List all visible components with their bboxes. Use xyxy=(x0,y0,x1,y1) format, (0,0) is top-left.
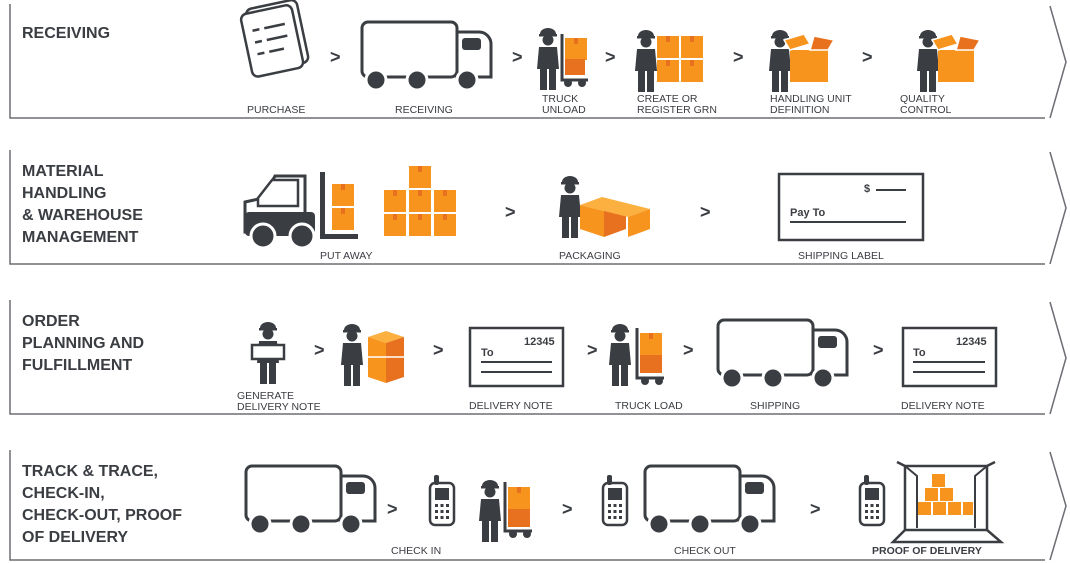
handheld-scanner-icon xyxy=(858,473,886,527)
row-track-trace: TRACK & TRACE, CHECK-IN, CHECK-OUT, PROO… xyxy=(9,450,1067,561)
box-stack xyxy=(384,166,456,236)
svg-text:Pay To: Pay To xyxy=(790,207,826,219)
worker-hand-truck-icon xyxy=(479,480,532,542)
row-end-chevron xyxy=(1049,151,1067,265)
svg-text:12345: 12345 xyxy=(524,336,555,348)
worker-open-box-icon xyxy=(917,30,982,92)
step-label: TRUCK LOAD xyxy=(615,400,683,412)
row-end-chevron xyxy=(1049,451,1067,561)
step-arrow: > xyxy=(512,47,523,67)
step-label: DELIVERY NOTE xyxy=(901,400,985,412)
step-label: CHECK IN xyxy=(391,545,441,557)
truck-icon xyxy=(244,464,377,536)
step-label: SHIPPING xyxy=(750,400,800,412)
row-title: ORDER PLANNING AND FULFILLMENT xyxy=(22,313,149,374)
step-label: PACKAGING xyxy=(559,250,621,262)
purchase-document-icon xyxy=(239,0,310,78)
step-arrow: > xyxy=(330,47,341,67)
step-arrow: > xyxy=(314,340,325,360)
worker-open-box-icon xyxy=(769,30,836,92)
row-frame xyxy=(9,150,1045,265)
svg-text:To: To xyxy=(481,347,494,359)
delivery-note-icon: 12345 To xyxy=(901,326,998,388)
worker-boxes-icon xyxy=(635,30,703,92)
row-end-chevron xyxy=(1049,5,1067,119)
worker-sign-icon xyxy=(250,322,286,384)
row-frame xyxy=(9,450,1045,561)
step-arrow: > xyxy=(605,47,616,67)
step-label: PUT AWAY xyxy=(320,250,373,262)
handheld-scanner-icon xyxy=(601,473,629,527)
row-title: RECEIVING xyxy=(22,25,110,42)
truck-icon xyxy=(716,318,849,390)
row-title: MATERIAL HANDLING & WAREHOUSE MANAGEMENT xyxy=(22,163,147,246)
step-arrow: > xyxy=(683,340,694,360)
delivery-note-icon: 12345 To xyxy=(468,326,565,388)
shipping-label-icon: $ Pay To xyxy=(777,172,925,242)
worker-hand-truck-icon xyxy=(609,324,664,386)
step-arrow: > xyxy=(873,340,884,360)
step-label: DELIVERY NOTE xyxy=(469,400,553,412)
step-arrow: > xyxy=(700,202,711,222)
row-title: TRACK & TRACE, CHECK-IN, CHECK-OUT, PROO… xyxy=(22,463,186,546)
svg-text:12345: 12345 xyxy=(956,336,987,348)
step-arrow: > xyxy=(810,499,821,519)
step-arrow: > xyxy=(387,499,398,519)
svg-text:To: To xyxy=(913,347,926,359)
svg-text:$: $ xyxy=(864,183,870,195)
open-crate-icon xyxy=(889,460,1005,544)
step-arrow: > xyxy=(433,340,444,360)
truck-icon xyxy=(643,464,776,536)
worker-stacked-box-icon xyxy=(341,324,404,386)
step-label: PURCHASE xyxy=(247,104,305,116)
step-label: RECEIVING xyxy=(395,104,453,116)
row-frame xyxy=(9,300,1045,415)
step-arrow: > xyxy=(562,499,573,519)
step-arrow: > xyxy=(587,340,598,360)
step-label: PROOF OF DELIVERY xyxy=(872,545,982,557)
row-material-handling: MATERIAL HANDLING & WAREHOUSE MANAGEMENT… xyxy=(9,150,1067,265)
forklift-icon xyxy=(243,172,358,250)
handheld-scanner-icon xyxy=(428,473,456,527)
truck-icon xyxy=(360,20,493,92)
step-arrow: > xyxy=(733,47,744,67)
step-label: CHECK OUT xyxy=(674,545,736,557)
row-end-chevron xyxy=(1049,301,1067,415)
step-label: SHIPPING LABEL xyxy=(798,250,884,262)
worker-hand-truck-icon xyxy=(537,28,588,90)
step-arrow: > xyxy=(862,47,873,67)
worker-packaging-icon xyxy=(559,176,650,238)
step-arrow: > xyxy=(505,202,516,222)
row-frame xyxy=(9,4,1045,119)
